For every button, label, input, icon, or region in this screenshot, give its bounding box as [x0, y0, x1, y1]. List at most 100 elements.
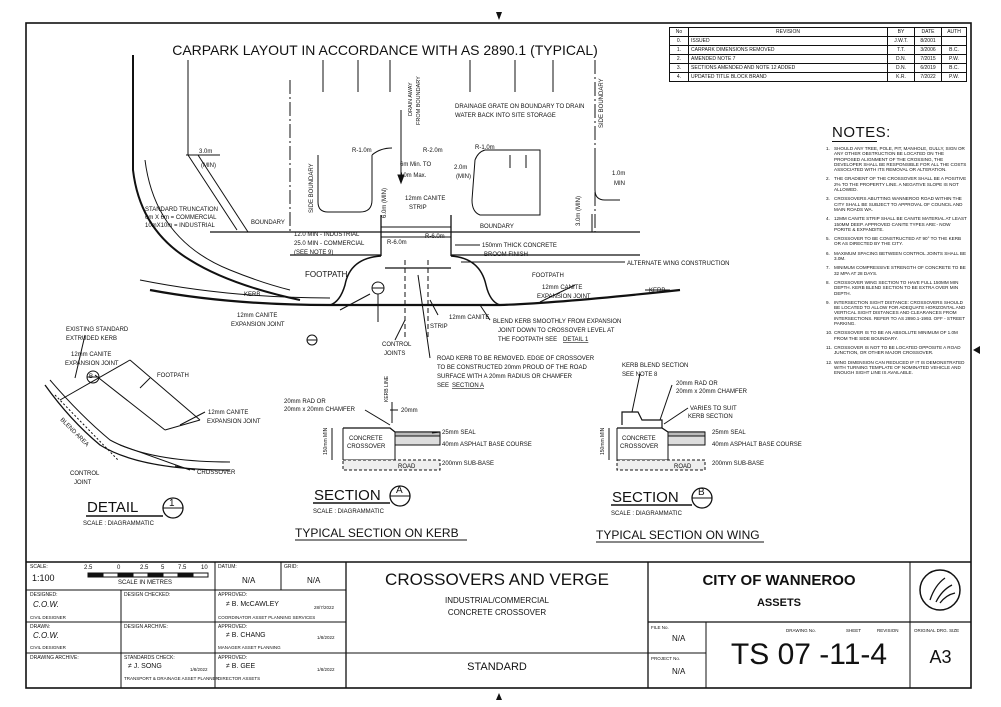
dim-3m-min-label-right: 3.0m (MIN): [576, 196, 582, 226]
sa-kerb-line-label: KERB LINE: [384, 375, 390, 402]
rev-auth: P.W.: [941, 72, 967, 82]
tb-scale-tick-2: 0: [117, 565, 121, 571]
sb-leader-rad: [659, 384, 673, 421]
rev-by: D.N.: [887, 63, 915, 73]
city-logo-swirl: [929, 577, 956, 604]
outer-border: [25, 22, 972, 689]
detail-1-labels: EXISTING STANDARD EXTRUDED KERB 12mm CAN…: [59, 327, 261, 527]
note-item: 12.WING DIMENSION CAN REDUCED IF IT IS D…: [826, 359, 965, 376]
rev-desc: CARPARK DIMENSIONS REMOVED: [688, 45, 888, 55]
notes-title: NOTES:: [832, 124, 891, 141]
sb-seal: [667, 431, 706, 437]
sa-asphalt-label: 40mm ASPHALT BASE COURSE: [442, 442, 532, 448]
tb-drawn-role: CIVIL DESIGNER: [30, 645, 66, 650]
sb-subbase: [616, 459, 706, 471]
footpath-left-label: FOOTPATH: [305, 270, 348, 279]
road-kerb-label: ROAD KERB TO BE REMOVED. EDGE OF CROSSOV…: [437, 356, 595, 362]
detail-blend-area: BLEND AREA: [59, 417, 90, 448]
tb-design-checked: DESIGN CHECKED:: [124, 592, 171, 598]
detail-existing: EXISTING STANDARD: [66, 327, 129, 333]
dim-1m-label: 1.0m: [612, 171, 625, 177]
kerb-line-inner: [139, 279, 331, 299]
tb-scale-metres: SCALE IN METRES: [118, 580, 173, 586]
sa-letter: A: [396, 485, 403, 496]
sb-seal-label: 25mm SEAL: [712, 430, 746, 436]
tb-datum-label: DATUM:: [218, 564, 237, 570]
section-a-ref: SECTION A: [452, 383, 484, 389]
boundary-right-label: BOUNDARY: [480, 224, 514, 230]
sb-varies: VARIES TO SUIT: [690, 406, 737, 412]
rev-no: 0.: [669, 36, 689, 46]
rev-no: 3.: [669, 63, 689, 73]
note-text: CROSSOVERS ABUTTING WANNEROO ROAD WITHIN…: [834, 196, 963, 212]
sb-crossover: CROSSOVER: [620, 444, 659, 450]
rev-by: K.R.: [887, 72, 915, 82]
note-text: CROSSOVER IS TO BE AN ABSOLUTE MINIMUM O…: [834, 330, 958, 341]
note-text: INTERSECTION SIGHT DISTANCE: CROSSOVERS …: [834, 299, 966, 327]
detail-scale: SCALE : DIAGRAMMATIC: [83, 521, 155, 527]
sa-rad: 20mm RAD OR: [284, 399, 326, 405]
tb-designed-value: C.O.W.: [33, 600, 59, 609]
rev-date: 6/2019: [914, 63, 942, 73]
note-item: 2.THE GRADIENT OF THE CROSSOVER SHALL BE…: [826, 176, 967, 193]
rev-no: 1.: [669, 45, 689, 55]
note-item: 10.CROSSOVER IS TO BE AN ABSOLUTE MINIMU…: [826, 330, 958, 341]
tb-file-value: N/A: [672, 634, 686, 643]
detail-footpath-1: [94, 374, 166, 431]
rev-no: 2.: [669, 54, 689, 64]
island-right: [471, 149, 541, 216]
tb-scale-tick-5: 7.5: [178, 565, 187, 571]
note-text: 12mm CANITE STRIP SHALL BE CANITE MATERI…: [834, 216, 967, 232]
canite-strip-bottom-label: 12mm CANITE: [449, 315, 489, 321]
detail-crossover: CROSSOVER: [197, 470, 236, 476]
scale-bar-seg3: [147, 572, 164, 578]
exp-right-label: EXPANSION JOINT: [537, 294, 591, 300]
table-row: 3. SECTIONS AMENDED AND NOTE 12 ADDED D.…: [669, 63, 967, 73]
revisions-header-row: No REVISION BY DATE AUTH: [669, 27, 967, 37]
bottom-center-marker: [496, 693, 502, 700]
sb-crossover-top: [617, 427, 705, 433]
tb-drawing-no: TS 07 -11-4: [730, 638, 888, 671]
sa-road: ROAD: [398, 464, 416, 470]
tb-drawn-value: C.O.W.: [33, 631, 59, 640]
detail-leader-4: [174, 465, 196, 471]
dim-3m-label: 3.0m: [199, 149, 212, 155]
sb-chamfer: 20mm x 20mm CHAMFER: [676, 389, 748, 395]
leader-control: [394, 319, 406, 341]
rev-by: J.W.T.: [887, 36, 915, 46]
twentyfive-min-label: 25.0 MIN - COMMERCIAL: [294, 241, 365, 247]
r1-label: R-1.0m: [352, 148, 372, 154]
r6-right-label: R-6.0m: [425, 234, 445, 240]
sb-concrete: CONCRETE: [622, 436, 656, 442]
road-kerb-label-4: SEE: [437, 383, 449, 389]
note-item: 11.CROSSOVER IS NOT TO BE LOCATED OPPOSI…: [826, 344, 961, 356]
table-row: 4. UPDATED TITLE BLOCK BRAND K.R. 7/2022…: [669, 72, 967, 82]
tb-revision-label: REVISION: [877, 628, 899, 633]
sb-asphalt: [667, 435, 706, 446]
sb-asphalt-label: 40mm ASPHALT BASE COURSE: [712, 442, 802, 448]
rev-header-date: DATE: [914, 27, 942, 37]
dim-2m-label: 2.0m: [454, 165, 467, 171]
note-item: 5.CROSSOVER TO BE CONSTRUCTED AT 90° TO …: [826, 236, 962, 247]
island-left-top: [371, 147, 393, 156]
from-boundary-label: FROM BOUNDARY: [416, 76, 422, 125]
tb-drawing-title: CROSSOVERS AND VERGE: [385, 570, 609, 589]
detail-exp-2: EXPANSION JOINT: [207, 419, 261, 425]
sa-crossover-top: [343, 427, 440, 433]
scale-bar-seg2: [117, 572, 134, 578]
rev-date: 8/2001: [914, 36, 942, 46]
trunc-ind-label: 10mX10m = INDUSTRIAL: [145, 223, 216, 229]
sb-rad: 20mm RAD OR: [676, 381, 718, 387]
exp-left-label: EXPANSION JOINT: [231, 322, 285, 328]
sa-scale: SCALE : DIAGRAMMATIC: [313, 509, 385, 515]
kerb-left-label: KERB: [244, 292, 260, 298]
sb-road: ROAD: [674, 464, 692, 470]
control-label: CONTROL: [382, 342, 412, 348]
section-a: [313, 402, 441, 507]
note-item: 9.INTERSECTION SIGHT DISTANCE: CROSSOVER…: [826, 299, 966, 327]
note-text: MAXIMUM SPACING BETWEEN CONTROL JOINTS S…: [834, 250, 967, 262]
blend-kerb-label-3: THE FOOTPATH SEE: [498, 337, 557, 343]
rev-desc: AMENDED NOTE 7: [688, 54, 888, 64]
title-block-frame: [26, 561, 971, 688]
sb-leader-varies: [663, 407, 689, 425]
